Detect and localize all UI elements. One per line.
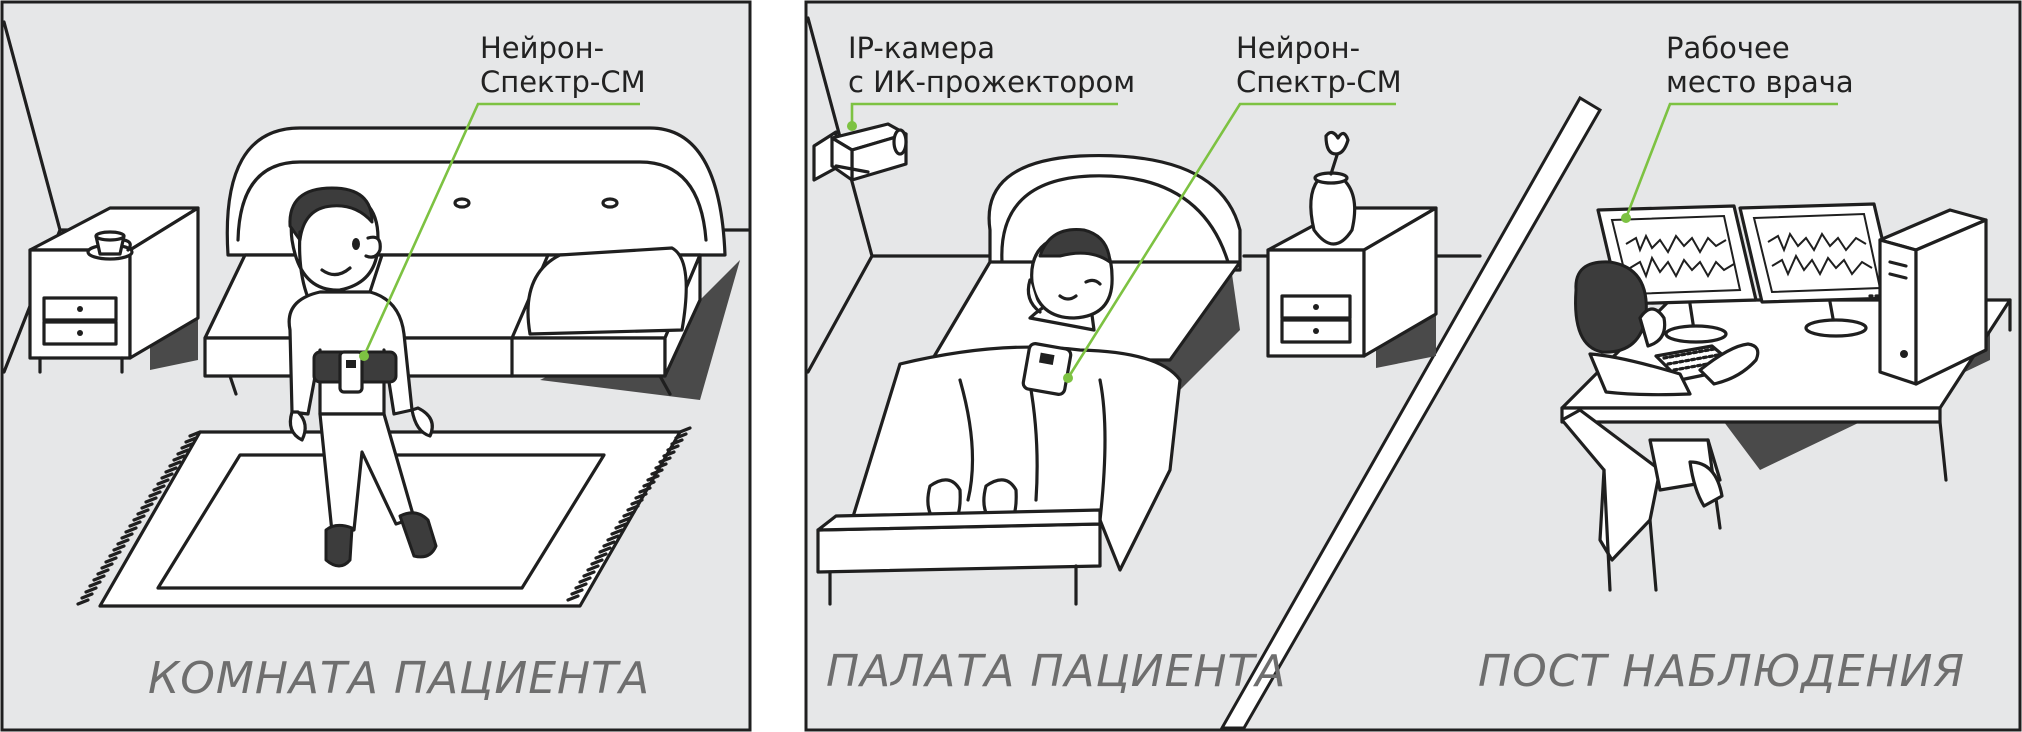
standing-patient: [287, 186, 438, 568]
callout-doctor-workplace-line1: Рабочее: [1666, 31, 1790, 65]
callout-ip-camera-line1: IP-камера: [848, 31, 995, 65]
sofa: [203, 126, 740, 400]
callout-neuron-spectrum-room-line2: Спектр-СМ: [480, 65, 646, 99]
nightstand: [28, 206, 200, 374]
caption-patient-ward: ПАЛАТА ПАЦИЕНТА: [826, 646, 1286, 697]
bed: [816, 153, 1242, 606]
nightstand-with-vase: [1266, 130, 1438, 368]
callout-neuron-spectrum-ward-line1: Нейрон-: [1236, 31, 1360, 65]
panel-ward-and-post: IP-камера с ИК-прожектором Нейрон- Спект…: [804, 0, 2022, 732]
ip-camera: [812, 122, 908, 182]
rug: [76, 426, 692, 608]
panel-patient-room: Нейрон- Спектр-СМ КОМНАТА ПАЦИЕНТА: [0, 0, 752, 732]
callout-neuron-spectrum-ward-line2: Спектр-СМ: [1236, 65, 1402, 99]
callout-ip-camera-line2: с ИК-прожектором: [848, 65, 1135, 99]
doctor-workstation: [1560, 202, 2012, 592]
caption-patient-room: КОМНАТА ПАЦИЕНТА: [148, 653, 650, 704]
partition-wall: [1219, 95, 1603, 730]
callout-neuron-spectrum-room-line1: Нейрон-: [480, 31, 604, 65]
callout-doctor-workplace-line2: место врача: [1666, 65, 1854, 99]
caption-observation-post: ПОСТ НАБЛЮДЕНИЯ: [1478, 646, 1965, 697]
